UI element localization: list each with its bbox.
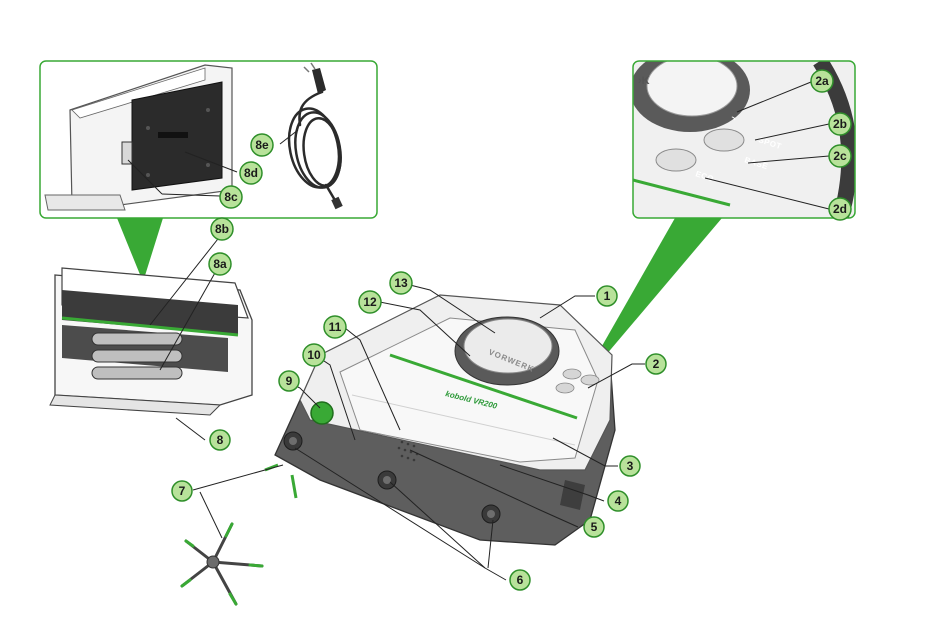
callout-label: 5 [591, 520, 598, 534]
buttons-inset-pointer [578, 218, 722, 388]
callout-label: 8c [224, 190, 238, 204]
eco-button [655, 148, 697, 172]
callout-7: 7 [171, 480, 193, 502]
callout-2a: 2a [810, 69, 834, 93]
charging-contact-middle [91, 349, 183, 363]
callout-circle [509, 569, 531, 591]
callout-label: 4 [615, 494, 622, 508]
callout-circle [323, 315, 347, 339]
robot-button-eco [555, 382, 575, 394]
callout-2b: 2b [828, 112, 852, 136]
callout-2d: 2d [828, 197, 852, 221]
callout-9: 9 [278, 370, 300, 392]
robot-button-base [580, 374, 600, 386]
callout-label: 2c [833, 149, 847, 163]
callout-label: 8d [244, 166, 258, 180]
callout-label: 8 [217, 433, 224, 447]
callout-circle [645, 353, 667, 375]
callout-circle [358, 290, 382, 314]
callout-label: 8e [255, 138, 269, 152]
callout-8a: 8a [208, 252, 232, 276]
callout-label: 2a [815, 74, 829, 88]
callout-1: 1 [596, 285, 618, 307]
callout-6: 6 [509, 569, 531, 591]
callout-label: 7 [179, 484, 186, 498]
callout-4: 4 [607, 490, 629, 512]
callout-11: 11 [323, 315, 347, 339]
callout-circle [250, 133, 274, 157]
power-socket [121, 141, 133, 165]
callout-2c: 2c [828, 144, 852, 168]
callout-8d: 8d [239, 161, 263, 185]
callout-circle [583, 516, 605, 538]
callout-13: 13 [389, 271, 413, 295]
callout-circle [810, 69, 834, 93]
callout-label: 8b [215, 222, 229, 236]
robot-vacuum: VORWERK kobold VR200 [264, 294, 616, 546]
callout-12: 12 [358, 290, 382, 314]
callout-8e: 8e [250, 133, 274, 157]
callout-label: 2 [653, 357, 660, 371]
callout-8b: 8b [210, 217, 234, 241]
callout-circle [828, 144, 852, 168]
callout-circle [239, 161, 263, 185]
power-plug [312, 68, 326, 94]
callout-label: 6 [517, 573, 524, 587]
callout-3: 3 [619, 455, 641, 477]
robot-button-spot [562, 368, 582, 380]
spot-button [703, 128, 745, 152]
callout-label: 12 [363, 295, 377, 309]
callout-circle [208, 252, 232, 276]
callout-circle [302, 343, 326, 367]
dock-detail-inset [39, 60, 378, 219]
callout-label: 8a [213, 257, 227, 271]
side-brush [180, 522, 264, 606]
callout-2: 2 [645, 353, 667, 375]
callout-label: 2b [833, 117, 847, 131]
cable-slot [158, 132, 188, 138]
callout-circle [389, 271, 413, 295]
wifi-icon: ◝ [731, 115, 736, 124]
charging-contact-top [91, 332, 183, 346]
callout-label: 13 [394, 276, 408, 290]
start-button [310, 401, 334, 425]
callout-circle [596, 285, 618, 307]
callout-circle [607, 490, 629, 512]
power-cable [287, 90, 342, 204]
callout-8: 8 [209, 429, 231, 451]
callout-circle [619, 455, 641, 477]
callout-label: 1 [604, 289, 611, 303]
callout-circle [828, 197, 852, 221]
callout-circle [219, 185, 243, 209]
buttons-detail-inset: SPOT BASE ECO ◝ ›K [632, 60, 856, 219]
dock-inset-pointer [117, 218, 163, 282]
callout-label: 9 [286, 374, 293, 388]
callout-label: 11 [329, 320, 342, 334]
callout-circle [278, 370, 300, 392]
callout-circle [209, 429, 231, 451]
callout-label: 10 [307, 348, 321, 362]
callout-circle [171, 480, 193, 502]
callout-circle [828, 112, 852, 136]
callout-8c: 8c [219, 185, 243, 209]
leader-lines [192, 284, 645, 581]
callout-label: 3 [627, 459, 634, 473]
callout-10: 10 [302, 343, 326, 367]
charging-dock [49, 229, 253, 441]
callout-5: 5 [583, 516, 605, 538]
charging-contact-bottom [91, 366, 183, 380]
brand-mark-icon: ›K [638, 75, 650, 87]
callout-circle [210, 217, 234, 241]
callout-label: 2d [833, 202, 847, 216]
